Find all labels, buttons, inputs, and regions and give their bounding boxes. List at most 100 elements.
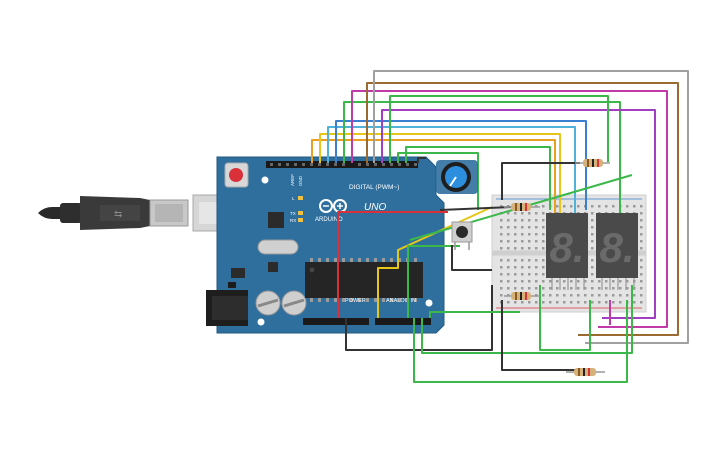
breadboard-hole <box>549 301 552 304</box>
breadboard-hole <box>584 287 587 290</box>
breadboard-hole <box>640 226 643 229</box>
breadboard-hole <box>570 301 573 304</box>
breadboard-hole <box>591 212 594 215</box>
analog-header <box>375 318 431 325</box>
breadboard-hole <box>507 273 510 276</box>
breadboard-hole <box>563 287 566 290</box>
breadboard-hole <box>542 247 545 250</box>
breadboard-hole <box>514 247 517 250</box>
breadboard-hole <box>542 280 545 283</box>
tx-label: TX <box>290 211 296 216</box>
breadboard-hole <box>507 226 510 229</box>
breadboard-hole <box>626 280 629 283</box>
breadboard-hole <box>500 266 503 269</box>
breadboard-hole <box>528 233 531 236</box>
wire-yellow-analog <box>377 206 493 318</box>
wire-purple <box>381 109 656 319</box>
breadboard-hole <box>563 205 566 208</box>
breadboard-hole <box>640 212 643 215</box>
breadboard-hole <box>640 301 643 304</box>
breadboard-hole <box>507 301 510 304</box>
breadboard-hole <box>535 259 538 262</box>
push-button-cap[interactable] <box>456 226 468 238</box>
breadboard-hole <box>507 266 510 269</box>
wire-brown <box>366 82 679 336</box>
breadboard-hole <box>612 205 615 208</box>
breadboard-hole <box>598 294 601 297</box>
breadboard-hole <box>570 205 573 208</box>
breadboard-hole <box>640 273 643 276</box>
gnd-label: GND <box>298 175 303 186</box>
analog-label: ANALOG IN <box>386 298 416 304</box>
svg-text:⇆: ⇆ <box>114 209 122 220</box>
breadboard-hole <box>521 301 524 304</box>
wire-green-bottom-3 <box>429 311 520 318</box>
l-label: L <box>292 196 295 201</box>
push-button[interactable] <box>451 221 473 250</box>
breadboard-hole <box>612 287 615 290</box>
breadboard-hole <box>598 205 601 208</box>
breadboard-hole <box>591 226 594 229</box>
breadboard-hole <box>591 294 594 297</box>
breadboard-hole <box>563 280 566 283</box>
breadboard-hole <box>507 280 510 283</box>
seven-segment-display-right: 8. <box>596 213 638 278</box>
resistor-top <box>575 159 610 167</box>
breadboard-hole <box>577 294 580 297</box>
reset-button-cap[interactable] <box>229 168 243 182</box>
wire-green-top <box>343 101 621 213</box>
breadboard-hole <box>556 205 559 208</box>
breadboard-hole <box>577 301 580 304</box>
breadboard-hole <box>507 259 510 262</box>
breadboard-hole <box>542 240 545 243</box>
breadboard-hole <box>619 280 622 283</box>
breadboard-hole <box>626 205 629 208</box>
breadboard-hole <box>514 273 517 276</box>
breadboard-hole <box>584 294 587 297</box>
breadboard-hole <box>556 294 559 297</box>
wire-gray <box>373 70 689 344</box>
wire-black-button <box>451 245 492 271</box>
breadboard-hole <box>500 247 503 250</box>
breadboard-hole <box>549 287 552 290</box>
breadboard-hole <box>577 205 580 208</box>
breadboard-hole <box>521 280 524 283</box>
breadboard-hole <box>507 247 510 250</box>
breadboard-hole <box>591 287 594 290</box>
breadboard-hole <box>514 233 517 236</box>
wire-magenta <box>351 90 668 328</box>
potentiometer[interactable] <box>436 160 478 194</box>
power-header <box>303 318 369 325</box>
uno-label: UNO <box>364 202 386 213</box>
breadboard-hole <box>500 294 503 297</box>
breadboard-hole <box>556 280 559 283</box>
breadboard-hole <box>535 280 538 283</box>
breadboard-hole <box>640 266 643 269</box>
breadboard-hole <box>535 233 538 236</box>
breadboard-hole <box>605 294 608 297</box>
power-label: POWER <box>345 298 366 304</box>
breadboard-hole <box>612 294 615 297</box>
breadboard-hole <box>514 212 517 215</box>
breadboard-hole <box>535 219 538 222</box>
breadboard-hole <box>535 273 538 276</box>
breadboard-hole <box>507 287 510 290</box>
breadboard-hole <box>591 273 594 276</box>
breadboard-hole <box>535 240 538 243</box>
breadboard-hole <box>633 205 636 208</box>
breadboard-hole <box>591 205 594 208</box>
wire-green-bottom-2 <box>421 285 633 354</box>
breadboard-hole <box>528 273 531 276</box>
breadboard-hole <box>528 301 531 304</box>
breadboard-hole <box>500 233 503 236</box>
breadboard-hole <box>514 219 517 222</box>
breadboard-hole <box>521 233 524 236</box>
breadboard-hole <box>514 266 517 269</box>
wire-black-bottom <box>501 300 580 371</box>
breadboard-hole <box>542 219 545 222</box>
breadboard-hole <box>500 205 503 208</box>
breadboard-hole <box>605 301 608 304</box>
breadboard-hole <box>570 287 573 290</box>
breadboard-hole <box>577 280 580 283</box>
breadboard-hole <box>633 294 636 297</box>
